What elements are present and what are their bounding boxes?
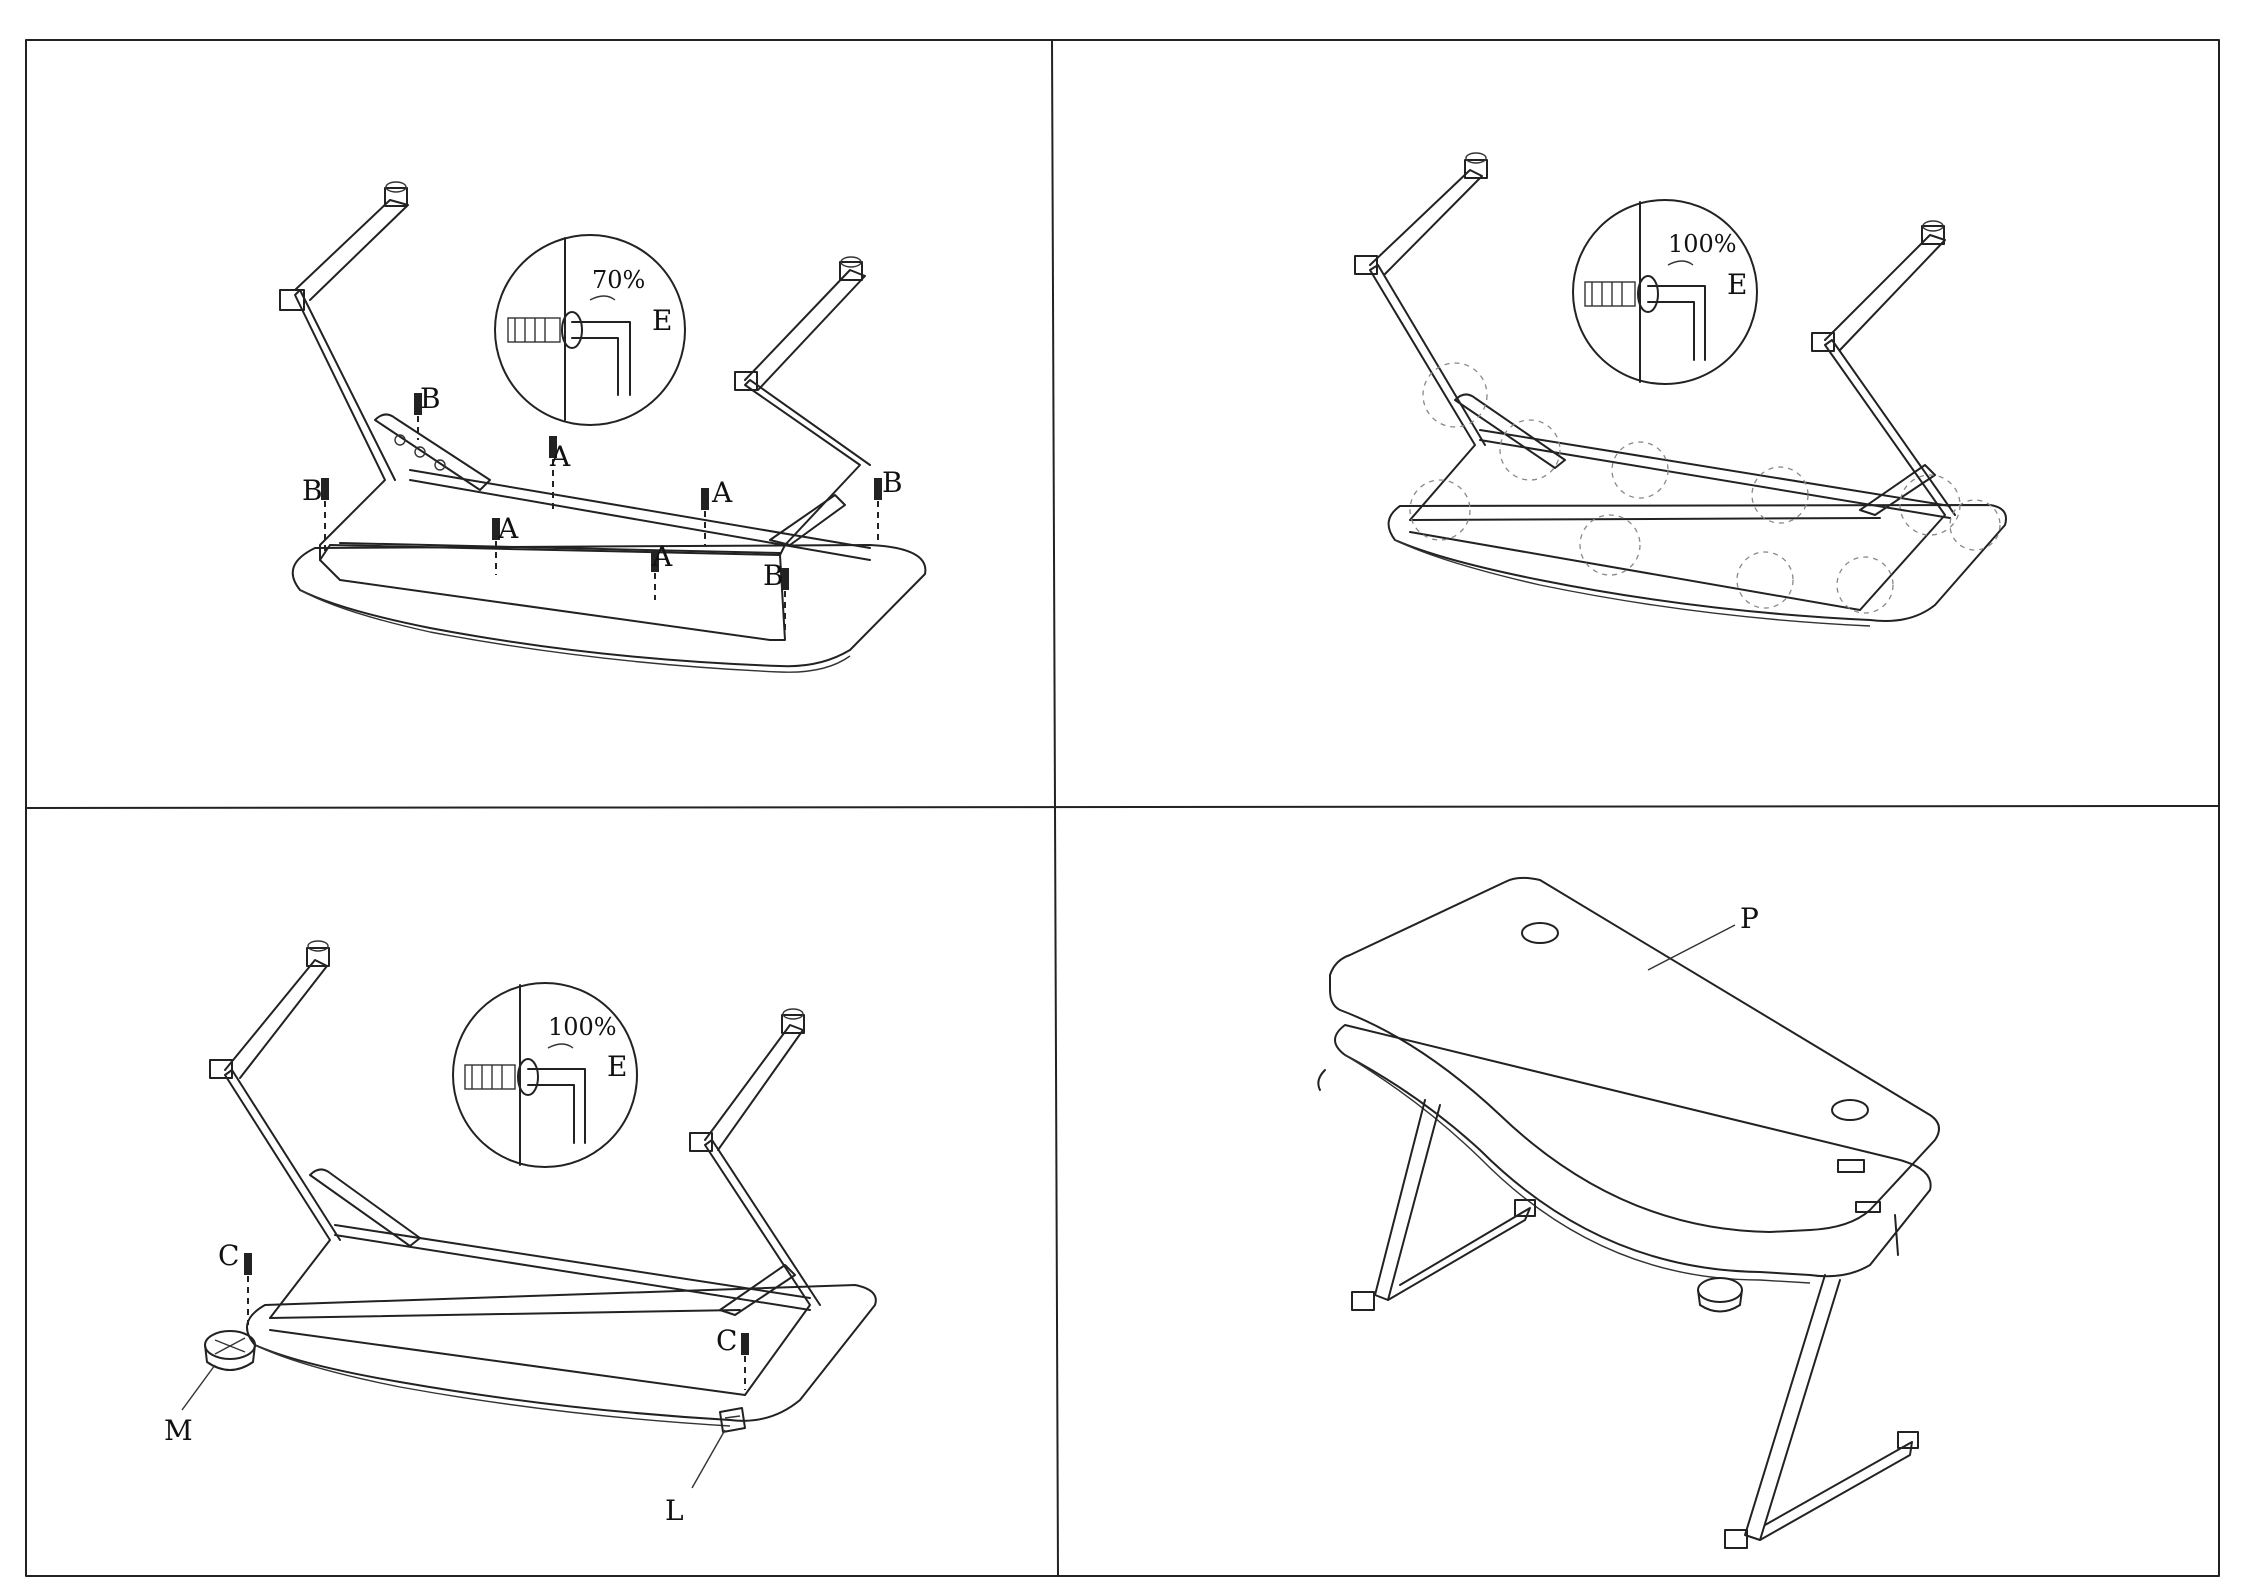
panel-step-3: C C M L 100% E xyxy=(164,941,876,1527)
label-m: M xyxy=(164,1414,193,1447)
label-b-right: B xyxy=(882,466,903,499)
label-c-left: C xyxy=(218,1239,239,1272)
label-a-4: A xyxy=(651,540,673,573)
detail-callout-70: 70% E xyxy=(495,235,685,425)
panel-step-1: B B B B A A A A 70% E xyxy=(280,182,925,672)
detail-callout-100: 100% E xyxy=(1573,200,1757,384)
label-a-1: A xyxy=(549,440,571,473)
torque-label-3: 100% xyxy=(548,1013,617,1041)
label-e-3: E xyxy=(607,1050,627,1083)
label-b-left: B xyxy=(302,474,323,507)
panel-step-4: P xyxy=(1318,878,1939,1548)
label-c-right: C xyxy=(716,1324,737,1357)
label-a-2: A xyxy=(711,476,733,509)
cup-holder xyxy=(205,1331,255,1370)
torque-label-2: 100% xyxy=(1668,230,1737,258)
label-e: E xyxy=(652,304,672,337)
label-p: P xyxy=(1740,902,1759,935)
label-l: L xyxy=(665,1494,684,1527)
label-b-front: B xyxy=(763,559,784,592)
panel-grid xyxy=(26,40,2219,1576)
label-e-2: E xyxy=(1727,268,1747,301)
torque-label: 70% xyxy=(592,266,645,294)
panel-step-2: 100% E xyxy=(1355,153,2006,626)
label-a-3: A xyxy=(497,512,519,545)
label-b-brace: B xyxy=(420,382,441,415)
tabletop xyxy=(1330,878,1939,1232)
detail-callout-100-step3: 100% E xyxy=(453,983,637,1167)
